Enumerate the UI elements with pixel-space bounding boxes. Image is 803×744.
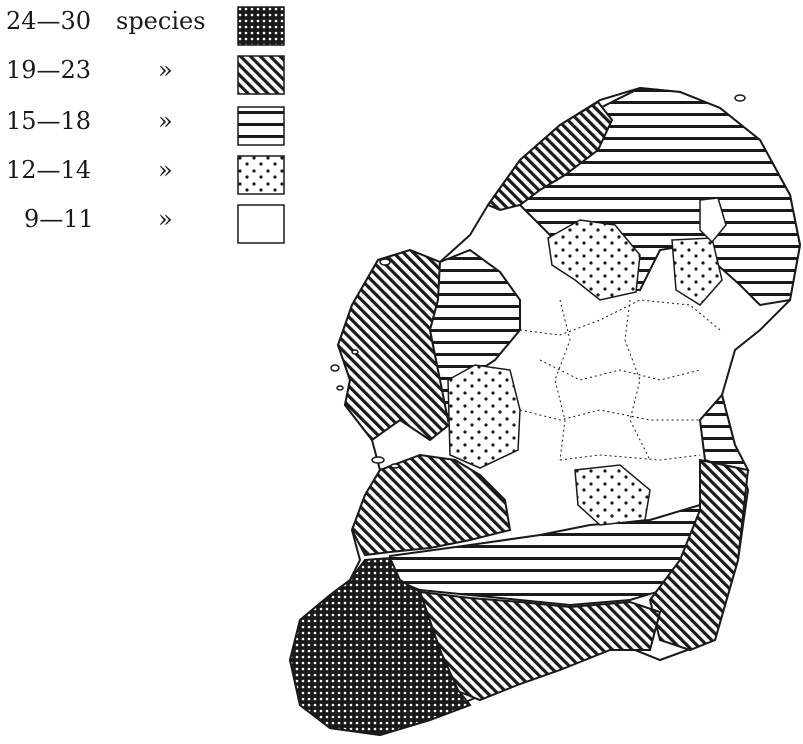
swatch-blank	[237, 204, 285, 244]
zone-west-inland	[447, 364, 521, 469]
zone-south-east	[648, 458, 750, 652]
legend-unit: »	[158, 205, 173, 233]
legend-item-19-23: 19—23 »	[0, 55, 300, 99]
legend-item-15-18: 15—18 »	[0, 106, 300, 150]
legend-range: 15—18	[6, 107, 92, 135]
swatch-diagonal-hatch	[237, 55, 285, 95]
zone-clare	[350, 453, 512, 557]
zone-south-west	[288, 556, 472, 737]
legend-unit: »	[158, 56, 173, 84]
islands	[330, 94, 746, 469]
swatch-horizontal-lines	[237, 106, 285, 146]
zone-north-central	[547, 219, 641, 301]
legend-unit: »	[158, 156, 173, 184]
legend-item-12-14: 12—14 »	[0, 155, 300, 199]
legend-range: 9—11	[24, 205, 94, 233]
legend-range: 19—23	[6, 56, 92, 84]
legend-item-9-11: 9—11 »	[0, 204, 300, 248]
county-boundaries	[519, 299, 721, 461]
legend-range: 24—30	[6, 7, 92, 35]
legend-item-24-30: 24—30 species	[0, 6, 300, 50]
legend-unit: species	[116, 7, 206, 35]
zone-north-west	[486, 100, 614, 212]
legend-range: 12—14	[6, 156, 92, 184]
zone-north-east-dots	[671, 237, 723, 306]
zone-south-east-inland	[574, 464, 651, 526]
lough	[699, 197, 727, 244]
swatch-dots	[237, 155, 285, 195]
legend: 24—30 species 19—23 » 15—18 » 12—14 » 9—…	[0, 0, 300, 260]
swatch-crosshatch-dense	[237, 6, 285, 46]
legend-unit: »	[158, 107, 173, 135]
